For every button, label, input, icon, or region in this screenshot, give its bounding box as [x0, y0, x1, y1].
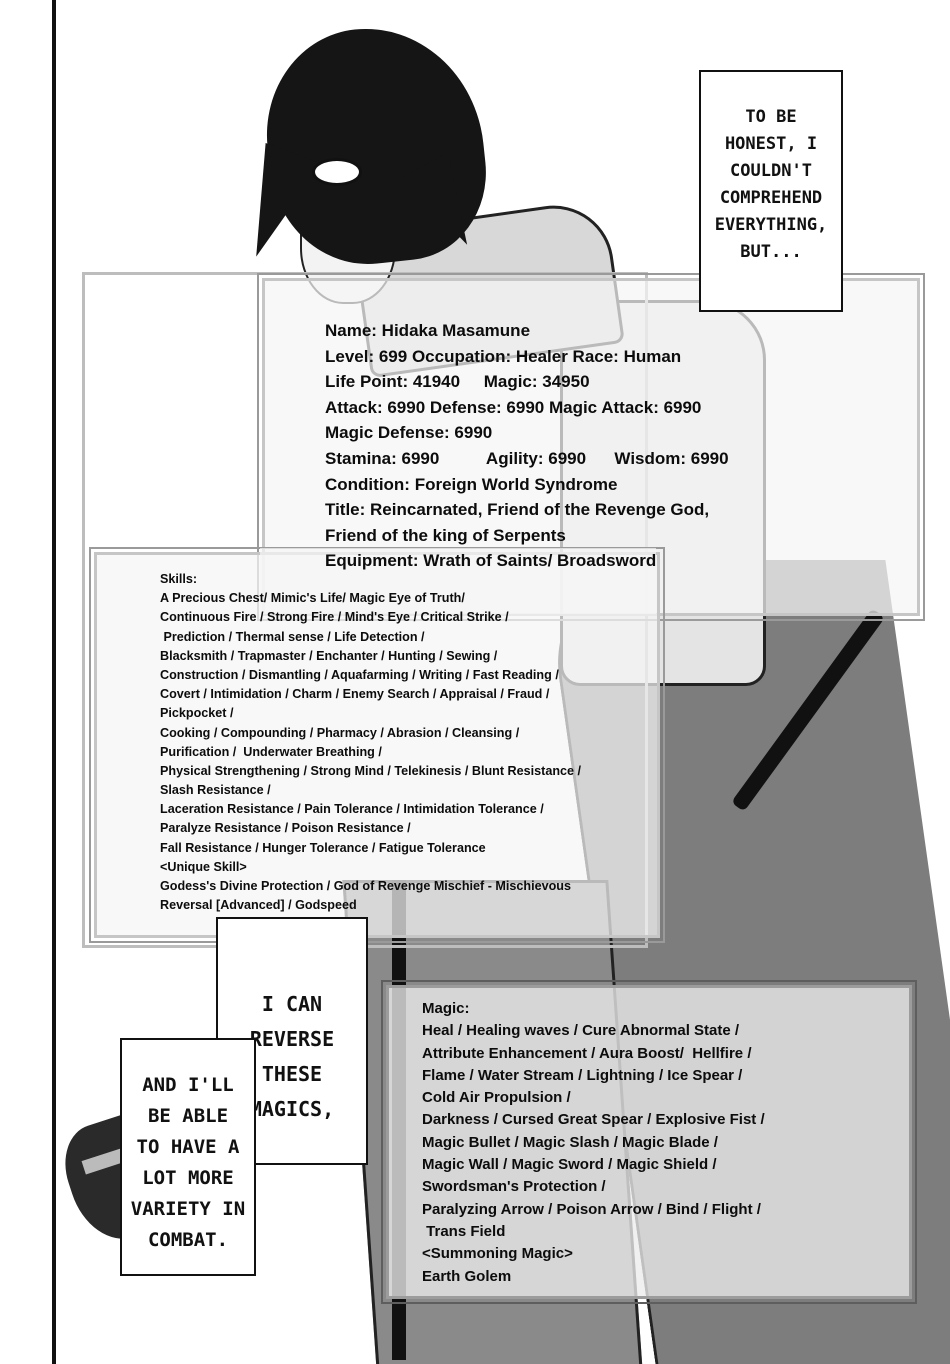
caption-line: COMPREHEND [719, 188, 823, 208]
caption-line: THESE [261, 1062, 323, 1086]
magic-panel [381, 980, 917, 1304]
panel-join [260, 548, 656, 614]
skill-line: Slash Resistance / [160, 783, 271, 798]
caption-line: BUT... [740, 242, 802, 262]
magic-line: Magic Bullet / Magic Slash / Magic Blade… [422, 1133, 718, 1151]
narration-box-top: TO BE HONEST, I COULDN'T COMPREHEND EVER… [699, 70, 843, 312]
status-line: Stamina: 6990 Agility: 6990 Wisdom: 6990 [325, 448, 729, 468]
magic-line: Swordsman's Protection / [422, 1178, 606, 1196]
status-line: Magic Defense: 6990 [325, 423, 493, 443]
skill-line: Physical Strengthening / Strong Mind / T… [160, 763, 582, 778]
magic-line: Heal / Healing waves / Cure Abnormal Sta… [422, 1022, 740, 1040]
status-line: Equipment: Wrath of Saints/ Broadsword [325, 551, 657, 571]
narration-box-lower: AND I'LL BE ABLE TO HAVE A LOT MORE VARI… [120, 1038, 256, 1276]
caption-line: I CAN [261, 992, 323, 1016]
status-line: Life Point: 41940 Magic: 34950 [325, 372, 590, 392]
skill-line: Pickpocket / [160, 706, 234, 721]
summoning-heading: <Summoning Magic> [422, 1245, 573, 1263]
magic-line: Magic Wall / Magic Sword / Magic Shield … [422, 1156, 717, 1174]
caption-line: TO BE [745, 107, 797, 127]
skill-line: A Precious Chest/ Mimic's Life/ Magic Ey… [160, 591, 465, 606]
status-lines: Name: Hidaka Masamune Level: 699 Occupat… [325, 318, 845, 574]
magic-line: Darkness / Cursed Great Spear / Explosiv… [422, 1111, 765, 1129]
caption-line: COULDN'T [730, 161, 812, 181]
skills-panel [89, 547, 665, 943]
skill-line: Paralyze Resistance / Poison Resistance … [160, 821, 411, 836]
caption-line: EVERYTHING, [714, 215, 828, 235]
status-line: Title: Reincarnated, Friend of the Reven… [325, 500, 710, 520]
caption-line: MAGICS, [249, 1097, 335, 1121]
caption-line: HONEST, I [724, 134, 818, 154]
magic-list: Magic: Heal / Healing waves / Cure Abnor… [422, 998, 892, 1288]
caption-line: TO HAVE A [136, 1136, 240, 1158]
status-line: Level: 699 Occupation: Healer Race: Huma… [325, 346, 682, 366]
magic-line: Earth Golem [422, 1267, 512, 1285]
caption-line: COMBAT. [147, 1229, 229, 1251]
caption-line: REVERSE [249, 1027, 335, 1051]
skill-line: Construction / Dismantling / Aquafarming… [160, 667, 559, 682]
status-line: Friend of the king of Serpents [325, 525, 566, 545]
skill-line: Prediction / Thermal sense / Life Detect… [160, 629, 425, 644]
magic-line: Paralyzing Arrow / Poison Arrow / Bind /… [422, 1200, 761, 1218]
skill-line: Blacksmith / Trapmaster / Enchanter / Hu… [160, 648, 498, 663]
magic-line: Cold Air Propulsion / [422, 1089, 571, 1107]
caption-line: LOT MORE [142, 1167, 234, 1189]
skill-line: Fall Resistance / Hunger Tolerance / Fat… [160, 840, 486, 855]
magic-line: Attribute Enhancement / Aura Boost/ Hell… [422, 1044, 752, 1062]
skill-line: Continuous Fire / Strong Fire / Mind's E… [160, 610, 509, 625]
caption-line: BE ABLE [147, 1105, 229, 1127]
unique-skill-heading: <Unique Skill> [160, 859, 247, 874]
magic-line: Trans Field [422, 1222, 506, 1240]
skill-line: Covert / Intimidation / Charm / Enemy Se… [160, 687, 550, 702]
skills-heading: Skills: [160, 572, 198, 586]
status-line: Attack: 6990 Defense: 6990 Magic Attack:… [325, 397, 702, 417]
eye [312, 158, 362, 186]
skill-line: Laceration Resistance / Pain Tolerance /… [160, 802, 544, 817]
skill-line: Cooking / Compounding / Pharmacy / Abras… [160, 725, 520, 740]
skills-list: Skills: A Precious Chest/ Mimic's Life/ … [160, 570, 660, 915]
panel-border [52, 0, 56, 1364]
skill-line: Purification / Underwater Breathing / [160, 744, 382, 759]
magic-heading: Magic: [422, 1000, 470, 1017]
skill-line: Godess's Divine Protection / God of Reve… [160, 879, 571, 893]
caption-line: VARIETY IN [130, 1198, 246, 1220]
status-line: Condition: Foreign World Syndrome [325, 474, 618, 494]
status-line: Name: Hidaka Masamune [325, 321, 531, 340]
skill-line: Reversal [Advanced] / Godspeed [160, 898, 357, 913]
caption-line: AND I'LL [142, 1074, 234, 1096]
magic-line: Flame / Water Stream / Lightning / Ice S… [422, 1066, 743, 1084]
